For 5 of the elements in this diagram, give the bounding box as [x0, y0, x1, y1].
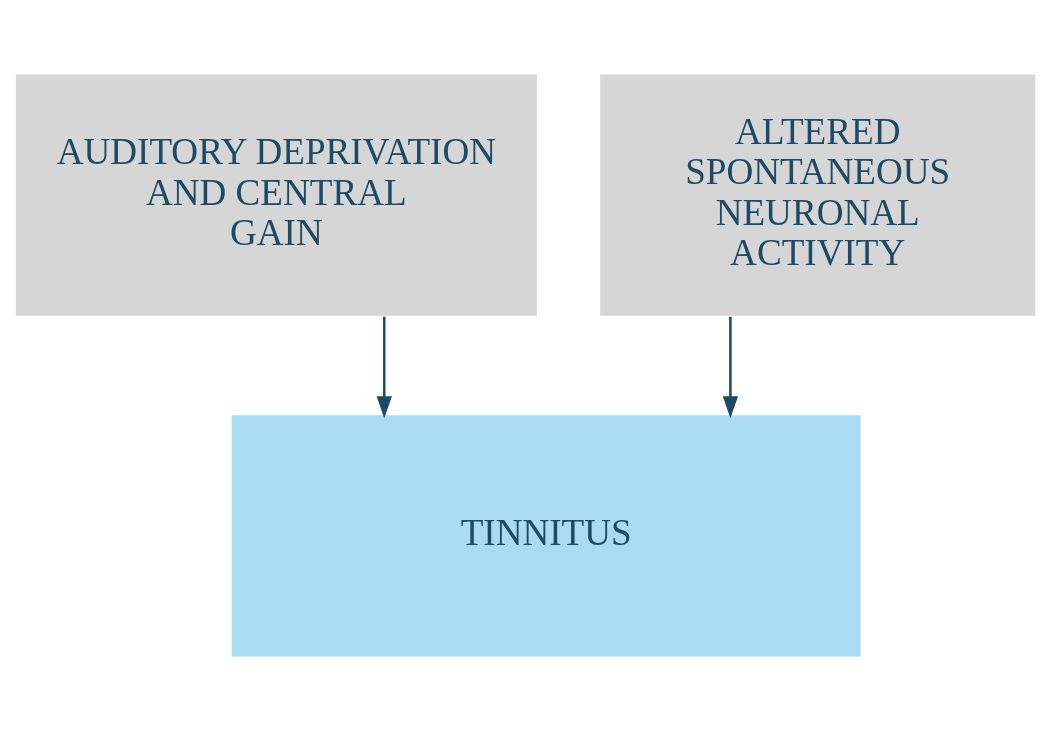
node-box: ALTERED SPONTANEOUS NEURONAL ACTIVITY — [598, 72, 1037, 318]
arrow — [376, 316, 392, 419]
node-box: TINNITUS — [229, 413, 863, 659]
arrow — [722, 316, 739, 419]
node-box: AUDITORY DEPRIVATION AND CENTRAL GAIN — [14, 72, 539, 318]
